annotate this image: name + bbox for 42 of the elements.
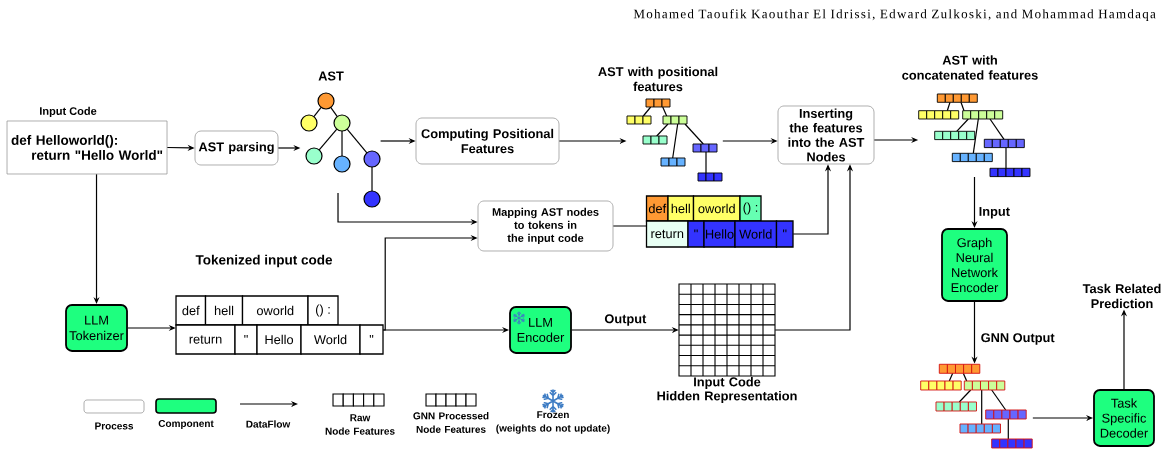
legend-label: Raw Node Features xyxy=(325,414,395,435)
tree-heading: AST xyxy=(318,71,344,81)
legend-label: DataFlow xyxy=(246,420,291,428)
edge-label: Output xyxy=(603,313,648,327)
process-box: AST parsing xyxy=(194,130,279,166)
token-cell: oworld xyxy=(692,195,741,222)
process-box: Mapping AST nodes to tokens in the input code xyxy=(477,200,614,252)
legend-label: Frozen (weights do not update) xyxy=(496,411,610,434)
token-cell: hell xyxy=(204,295,244,326)
process-box: Inserting the features into the AST Nodes xyxy=(777,105,875,165)
component-box: LLM Tokenizer xyxy=(65,304,128,352)
grid-caption: Input Code Hidden Representation xyxy=(657,377,797,403)
running-header: Mohamed Taoufik Kaouthar El Idrissi, Edward Zulkoski, and Mohammad Hamdaqa xyxy=(633,9,1156,21)
token-cell: " xyxy=(234,324,258,355)
token-cell: " xyxy=(775,220,794,248)
component-box: Task Specific Decoder xyxy=(1093,389,1155,447)
code-box: def Helloworld(): return "Hello World" xyxy=(6,120,168,175)
tree-heading: AST with concatenated features xyxy=(902,55,1038,80)
edge-label: Input xyxy=(977,206,1011,220)
token-cell: " xyxy=(359,324,384,355)
connector-line xyxy=(612,225,647,227)
component-box: LLM Encoder xyxy=(509,306,572,354)
tree-heading: AST with positional features xyxy=(598,66,718,92)
legend-label: Component xyxy=(158,419,214,429)
token-cell: return xyxy=(645,220,689,248)
table-heading: Tokenized input code xyxy=(195,254,333,268)
tree-drawing xyxy=(920,363,1033,449)
box-heading: Input Code xyxy=(40,106,97,118)
edge-label: GNN Output xyxy=(979,332,1056,346)
process-box: Computing Positional Features xyxy=(415,117,560,165)
component-box: Graph Neural Network Encoder xyxy=(941,228,1008,302)
token-cell: () : xyxy=(307,295,339,326)
output-text: Task Related Prediction xyxy=(1082,283,1161,309)
legend-label: GNN Processed Node Features xyxy=(413,412,489,433)
token-cell: def xyxy=(175,295,207,326)
token-cell: " xyxy=(687,220,705,248)
token-cell: () : xyxy=(739,195,762,222)
token-cell: hell xyxy=(667,195,695,222)
token-cell: def xyxy=(645,195,669,222)
token-cell: Hello xyxy=(256,324,302,355)
token-cell: Hello xyxy=(703,220,736,248)
legend-label: Process xyxy=(95,422,134,430)
